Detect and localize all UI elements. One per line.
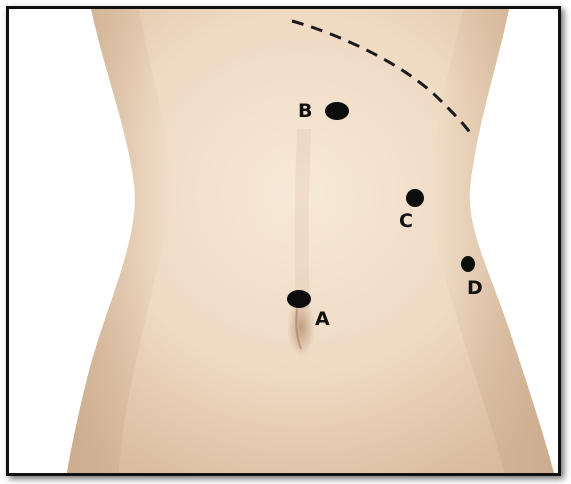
figure-frame: B C D A <box>6 6 561 476</box>
marker-a-dot <box>287 290 311 308</box>
abdomen-illustration: B C D A <box>9 9 558 473</box>
marker-b-label: B <box>298 100 312 122</box>
marker-c-dot <box>406 189 424 207</box>
marker-c-label: C <box>399 210 413 232</box>
midline-shading <box>302 129 304 309</box>
marker-d-dot <box>461 256 475 272</box>
marker-a-label: A <box>315 308 330 330</box>
marker-b-dot <box>325 102 349 120</box>
marker-d-label: D <box>467 277 483 299</box>
